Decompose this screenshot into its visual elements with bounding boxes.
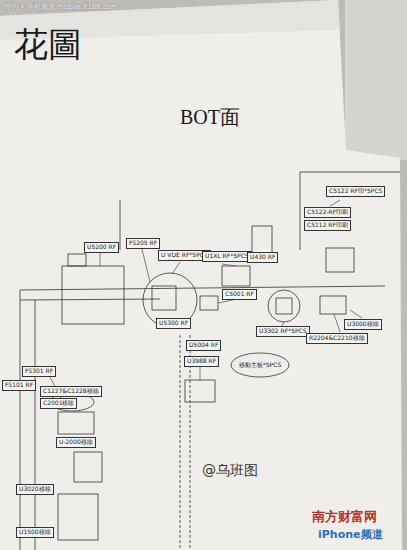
part-label: U5300 RF [159, 319, 188, 326]
part-label: C1227&C1228移除 [43, 387, 99, 394]
callout-box: FS301 RF [22, 366, 56, 377]
part-label: FS301 RF [25, 367, 53, 374]
part-label: U-2000移除 [59, 438, 93, 445]
callout-box: U3000移除 [344, 319, 382, 330]
part-label: U VDE RF*5PCS [161, 251, 208, 258]
part-label: U1500移除 [19, 528, 51, 535]
part-label: C5122-RF印刷 [307, 208, 348, 215]
author-watermark: @乌班图 [200, 462, 260, 480]
leader-lines [50, 200, 362, 400]
page-title: 花圖 [14, 22, 82, 68]
callout-box: FS101 RF [2, 380, 36, 391]
callout-box: U3988 RF [184, 356, 219, 367]
callout-box: U430 RF [247, 252, 278, 263]
part-label: U1XL RF*5PCS [205, 252, 249, 259]
part-label: U5200 RF [87, 243, 116, 250]
callout-box: C5001 RF [222, 289, 257, 300]
callout-box: C2001移除 [40, 398, 77, 409]
callout-box: R2204&C2210移除 [306, 333, 368, 344]
callout-box: U3302 RF*5PCS [256, 326, 310, 337]
circled-callout: 移動主板*5PCS [230, 352, 290, 378]
callout-box: U1500移除 [16, 527, 54, 538]
part-label: FS101 RF [5, 381, 33, 388]
callout-box: C5122 RF印*5PCS [326, 186, 385, 197]
part-label: C2001移除 [43, 399, 74, 406]
part-label: U430 RF [250, 253, 275, 260]
callout-box: U-2000移除 [56, 437, 96, 448]
side-heading: BOT面 [180, 104, 240, 131]
callout-box: D5004 RF [186, 340, 221, 351]
part-label: U3302 RF*5PCS [259, 327, 307, 334]
callout-box: U3020移除 [16, 484, 54, 495]
site-watermark: 南方财富网 [312, 508, 377, 526]
part-label: C5112 RF印刷 [307, 221, 348, 228]
source-watermark: 你的 • 手机频道 mobile.it168.com [4, 2, 118, 12]
part-label: U3000移除 [347, 320, 379, 327]
callout-box: U5200 RF [84, 242, 119, 253]
callout-box: FS205 RF [126, 238, 160, 249]
callout-box: U5300 RF [156, 318, 191, 329]
board-outline [20, 172, 400, 550]
part-label: C5001 RF [225, 290, 254, 297]
part-label: R2204&C2210移除 [309, 334, 365, 341]
part-label: 移動主板*5PCS [239, 362, 281, 369]
callout-box: C5112 RF印刷 [304, 220, 351, 231]
channel-watermark: iPhone频道 [318, 527, 383, 542]
part-label: U3988 RF [187, 357, 216, 364]
callout-box: C5122-RF印刷 [304, 207, 351, 218]
part-label: FS205 RF [129, 239, 157, 246]
part-label: C5122 RF印*5PCS [329, 187, 382, 194]
callout-box: U1XL RF*5PCS [202, 251, 252, 262]
part-label: D5004 RF [189, 341, 218, 348]
callout-box: C1227&C1228移除 [40, 386, 102, 397]
part-label: U3020移除 [19, 485, 51, 492]
wall-light [345, 0, 407, 160]
